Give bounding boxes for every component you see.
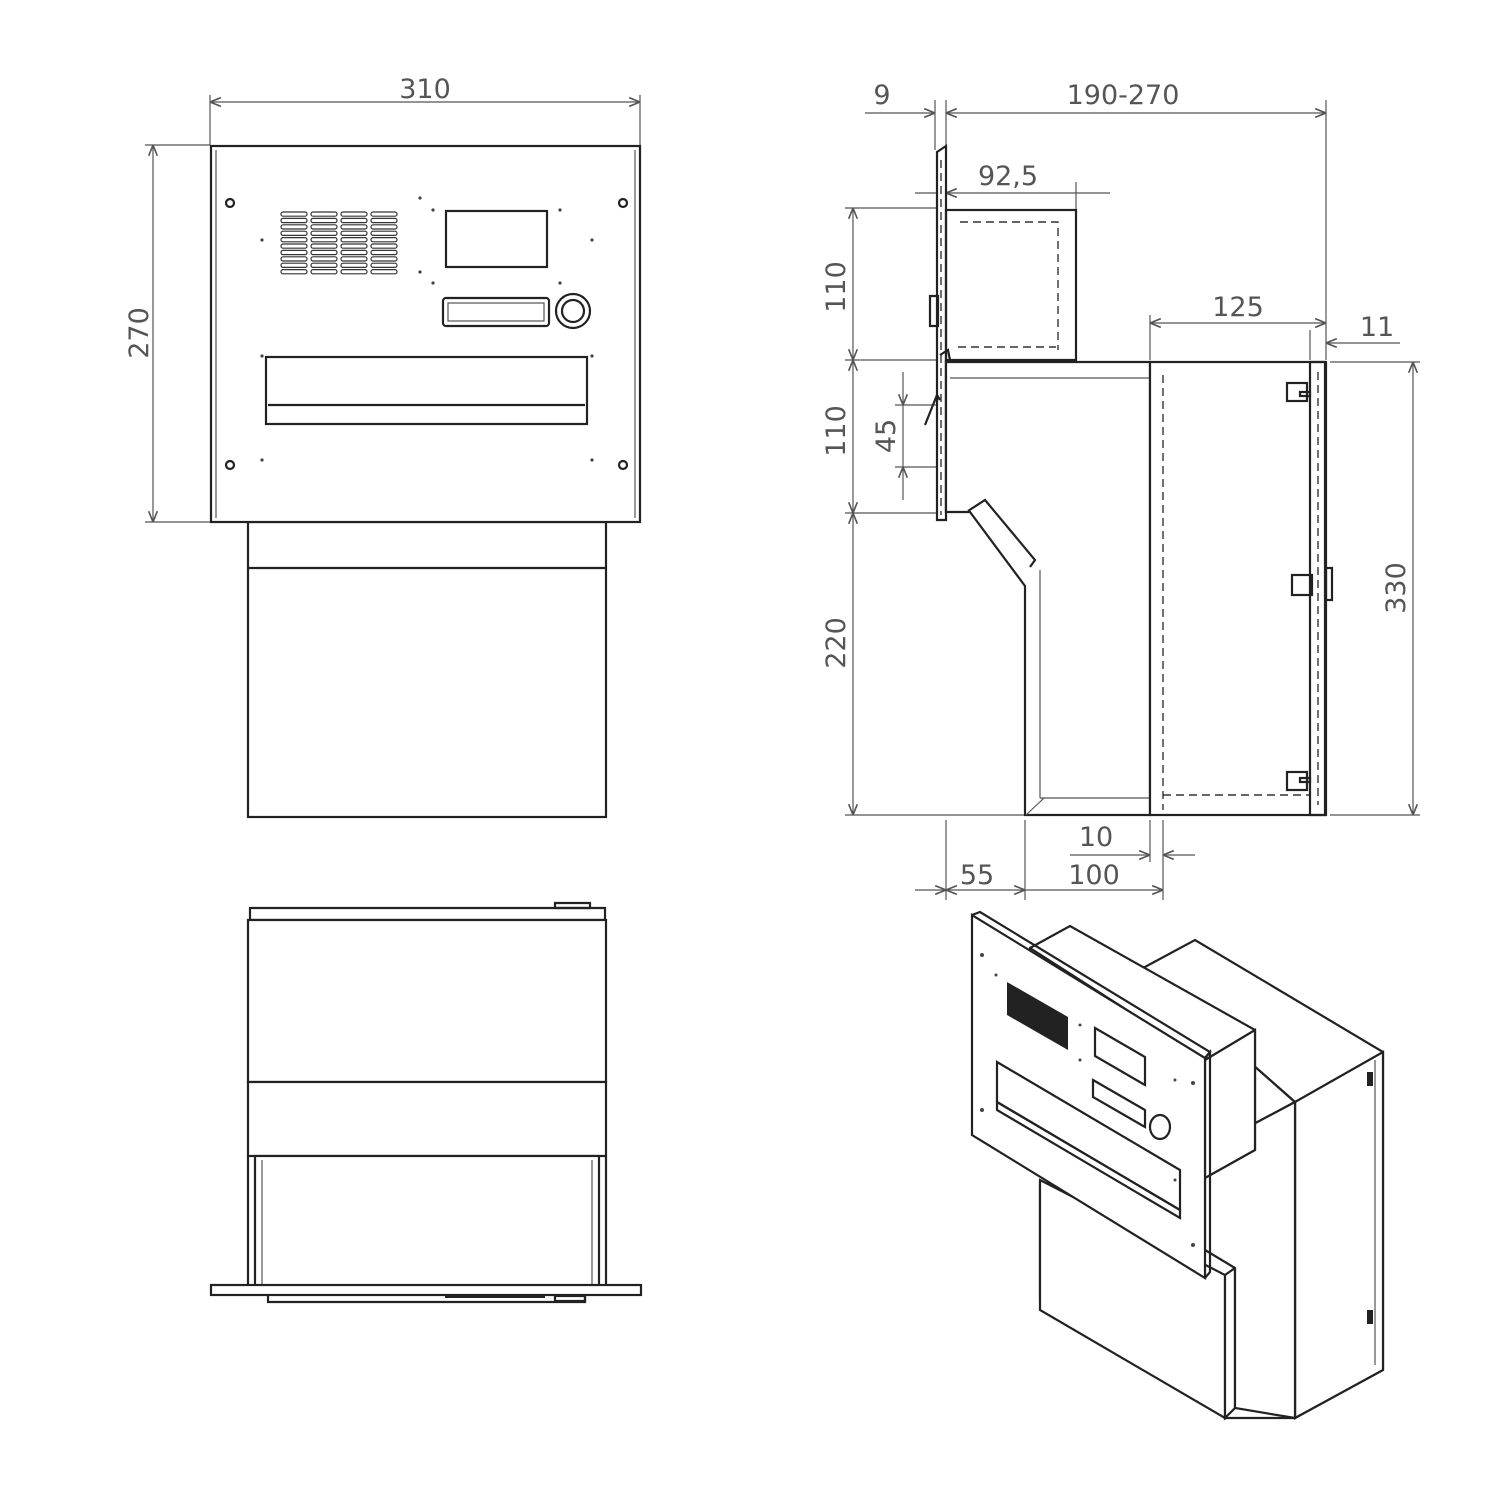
front-panel bbox=[209, 144, 642, 524]
dim-front-height: 270 bbox=[124, 307, 155, 359]
iso-bell-button-icon bbox=[1148, 1113, 1172, 1141]
dim-lower-height: 220 bbox=[821, 617, 852, 669]
speaker-grille-icon bbox=[280, 211, 398, 275]
speaker-grille-icon bbox=[1007, 982, 1068, 1050]
dim-door-offset: 11 bbox=[1360, 312, 1394, 343]
top-view bbox=[209, 901, 643, 1304]
dim-chute-depth: 100 bbox=[1068, 860, 1120, 891]
screw-icon bbox=[617, 197, 629, 209]
dim-intercom-depth: 92,5 bbox=[978, 161, 1038, 192]
dim-depth-range: 190-270 bbox=[1067, 80, 1180, 111]
dim-box-depth: 125 bbox=[1212, 292, 1264, 323]
dim-middle-height: 110 bbox=[821, 405, 852, 457]
intercom-module bbox=[944, 208, 1078, 362]
screw-icon bbox=[224, 197, 236, 209]
dim-wall-gap: 9 bbox=[873, 80, 890, 111]
bell-button-icon bbox=[554, 292, 592, 330]
mail-slot bbox=[264, 355, 589, 426]
screw-icon bbox=[224, 459, 236, 471]
hinge-icon bbox=[1285, 770, 1312, 792]
isometric-view bbox=[970, 910, 1385, 1421]
side-view: 9 190-270 92,5 110 110 220 45 Ø6 bbox=[821, 80, 1420, 900]
dim-front-width: 310 bbox=[399, 74, 451, 105]
display-window bbox=[444, 209, 549, 269]
dim-upper-height: 110 bbox=[821, 261, 852, 313]
iso-name-plate bbox=[1091, 1078, 1147, 1129]
dim-hole-spacing: 45 bbox=[871, 419, 902, 453]
front-view: 310 270 bbox=[124, 74, 642, 819]
dim-box-height: 330 bbox=[1381, 562, 1412, 614]
name-plate bbox=[441, 296, 551, 328]
dim-chute-offset: 55 bbox=[960, 860, 994, 891]
iso-display-window bbox=[1093, 1026, 1147, 1087]
hinge-icon bbox=[1290, 566, 1334, 602]
mailbox-rear-box bbox=[1148, 360, 1327, 817]
screw-icon bbox=[617, 459, 629, 471]
mailbox-body-side bbox=[944, 360, 1152, 817]
dim-wall-thickness: 10 bbox=[1079, 822, 1113, 853]
hinge-icon bbox=[1285, 381, 1312, 403]
